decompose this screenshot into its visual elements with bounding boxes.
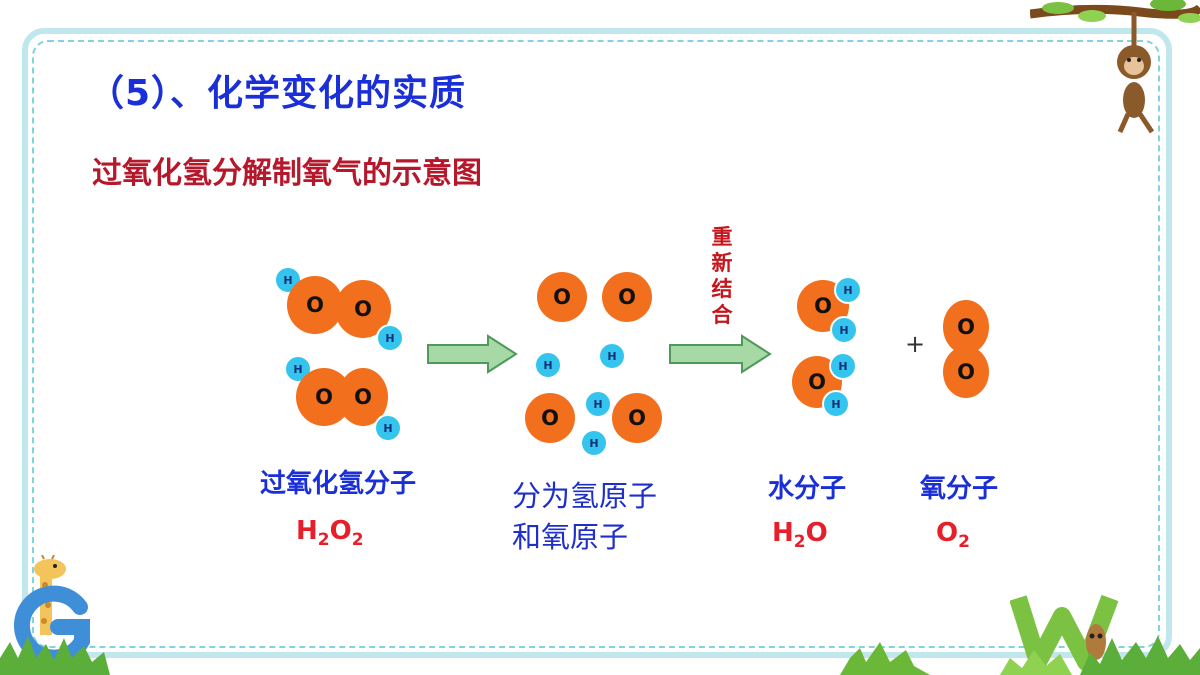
hydrogen-atom: H [834, 276, 862, 304]
slide-subtitle: 过氧化氢分解制氧气的示意图 [92, 156, 482, 191]
oxygen-atom: O [525, 393, 575, 443]
hydrogen-atom: H [376, 324, 404, 352]
reactant-label: 过氧化氢分子 [260, 469, 417, 499]
recombine-label: 重 新 结 合 [711, 225, 733, 327]
oxygen-atom: O [943, 300, 989, 354]
reaction-arrow [427, 334, 518, 374]
reactant-formula: H2O2 [296, 516, 364, 551]
oxygen-atom: O [943, 346, 989, 398]
plus-sign: + [905, 330, 926, 358]
atoms-label: 分为氢原子和氧原子 [512, 479, 658, 554]
oxygen-formula: O2 [936, 518, 970, 553]
hydrogen-atom: H [584, 390, 612, 418]
hydrogen-atom: H [598, 342, 626, 370]
reaction-arrow [669, 334, 772, 374]
oxygen-label: 氧分子 [920, 474, 999, 504]
oxygen-atom: O [602, 272, 652, 322]
hydrogen-atom: H [829, 352, 857, 380]
water-formula: H2O [772, 518, 828, 553]
oxygen-atom: O [287, 276, 343, 334]
grass-icon [0, 636, 1200, 675]
oxygen-atom: O [537, 272, 587, 322]
hydrogen-atom: H [374, 414, 402, 442]
slide-title: （5）、化学变化的实质 [88, 73, 467, 114]
oxygen-atom: O [338, 368, 388, 426]
oxygen-atom: O [612, 393, 662, 443]
water-label: 水分子 [768, 474, 847, 504]
hydrogen-atom: H [830, 316, 858, 344]
hydrogen-atom: H [580, 429, 608, 457]
slide-frame-inner [32, 40, 1160, 648]
hydrogen-atom: H [534, 351, 562, 379]
letter-g-icon [14, 585, 90, 665]
monkey-on-branch-icon [1030, 0, 1200, 134]
letter-w-icon [1010, 594, 1119, 670]
hydrogen-atom: H [822, 390, 850, 418]
